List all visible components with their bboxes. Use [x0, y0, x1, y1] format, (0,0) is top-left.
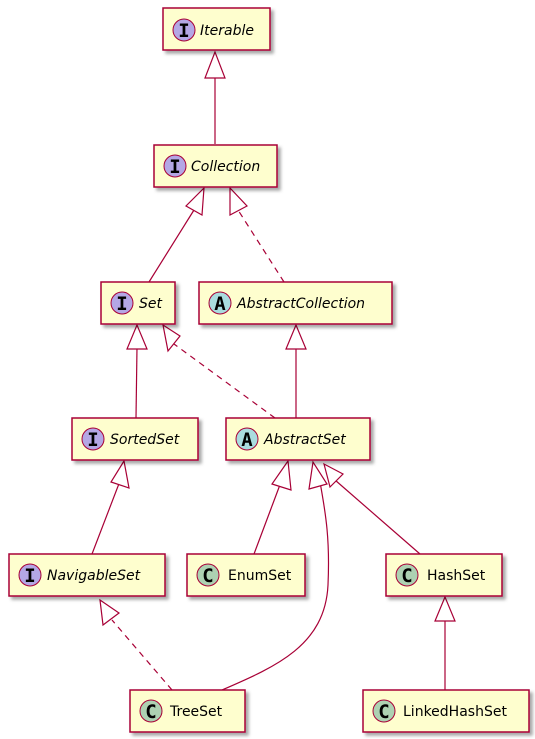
- node-tree-set: C TreeSet: [129, 689, 246, 733]
- arrowhead-sortedset: [110, 459, 130, 489]
- arrowhead-hashset: [434, 595, 456, 622]
- arrowhead-collection-from-abstractcollection: [229, 186, 248, 216]
- node-label: EnumSet: [228, 568, 292, 584]
- abstract-badge-letter: A: [214, 293, 226, 315]
- class-badge-icon: [139, 699, 163, 723]
- arrowhead-collection-from-set: [185, 186, 205, 216]
- node-sorted-set: I SortedSet: [71, 417, 199, 461]
- interface-badge-letter: I: [116, 293, 127, 315]
- edge-hashset-abstractset: [334, 479, 421, 555]
- class-badge-icon: [196, 563, 220, 587]
- node-iterable: I Iterable: [162, 7, 271, 51]
- node-label: NavigableSet: [47, 568, 141, 584]
- arrowhead-set-from-sortedset: [126, 323, 148, 350]
- interface-badge-icon: [81, 427, 105, 451]
- interface-badge-icon: [18, 563, 42, 587]
- class-badge-letter: C: [145, 701, 156, 723]
- node-label: HashSet: [427, 568, 486, 584]
- edge-treeset-abstractset: [221, 481, 330, 691]
- abstract-badge-letter: A: [241, 429, 253, 451]
- interface-badge-letter: I: [178, 20, 189, 42]
- edge-abstractcollection-collection: [237, 209, 285, 283]
- arrowhead-abstractset-from-treeset: [308, 460, 328, 490]
- interface-badge-icon: [163, 154, 187, 178]
- node-enum-set: C EnumSet: [186, 553, 306, 597]
- arrowhead-navigableset: [99, 598, 121, 627]
- edge-abstractset-set: [173, 343, 276, 419]
- class-badge-letter: C: [378, 701, 389, 723]
- class-badge-letter: C: [202, 565, 213, 587]
- node-hash-set: C HashSet: [385, 553, 503, 597]
- edge-treeset-navigableset: [111, 619, 173, 691]
- node-label: LinkedHashSet: [403, 704, 507, 720]
- edges: [91, 78, 446, 691]
- node-abstract-set: A AbstractSet: [225, 417, 371, 461]
- edge-sortedset-set: [135, 346, 138, 419]
- edge-navigableset-sortedset: [91, 480, 121, 555]
- node-abstract-collection: A AbstractCollection: [198, 281, 393, 325]
- node-label: AbstractSet: [263, 432, 346, 448]
- node-label: SortedSet: [110, 432, 180, 448]
- arrowhead-abstractset-from-hashset: [323, 462, 345, 489]
- arrowhead-set-from-abstractset: [162, 323, 181, 353]
- abstract-badge-icon: [235, 427, 259, 451]
- node-linked-hash-set: C LinkedHashSet: [362, 689, 530, 733]
- node-label: TreeSet: [169, 704, 223, 720]
- arrowhead-abstractset-from-enumset: [271, 459, 292, 491]
- node-navigable-set: I NavigableSet: [8, 553, 166, 597]
- abstract-badge-icon: [208, 291, 232, 315]
- class-badge-icon: [395, 563, 419, 587]
- interface-badge-icon: [172, 18, 196, 42]
- interface-badge-letter: I: [169, 156, 180, 178]
- node-label: Collection: [191, 159, 260, 175]
- arrowheads: [99, 50, 456, 627]
- edge-set-collection: [148, 209, 195, 283]
- class-badge-letter: C: [401, 565, 412, 587]
- interface-badge-icon: [110, 291, 134, 315]
- node-collection: I Collection: [153, 144, 278, 188]
- node-label: Set: [139, 296, 163, 312]
- arrowhead-abstractcollection: [285, 323, 307, 350]
- arrowhead-iterable: [204, 50, 226, 79]
- edge-enumset-abstractset: [253, 481, 282, 555]
- node-label: AbstractCollection: [236, 296, 365, 312]
- node-label: Iterable: [200, 23, 254, 39]
- node-set: I Set: [100, 281, 176, 325]
- interface-badge-letter: I: [24, 565, 35, 587]
- class-badge-icon: [372, 699, 396, 723]
- interface-badge-letter: I: [87, 429, 98, 451]
